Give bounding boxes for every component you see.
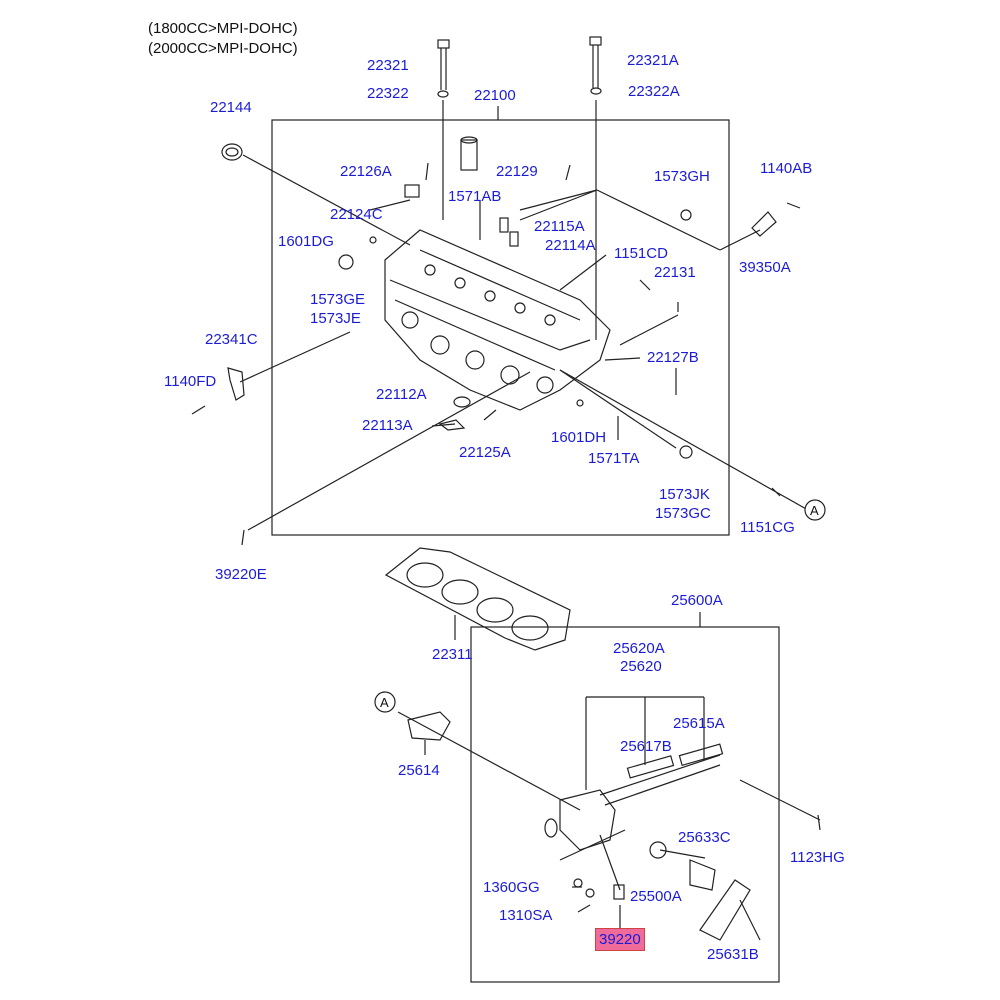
part-label[interactable]: 22112A (376, 386, 427, 403)
part-label[interactable]: 1151CD (614, 245, 668, 262)
part-label[interactable]: 22321A (627, 52, 679, 69)
part-label[interactable]: 25614 (398, 762, 440, 779)
engine-spec-line2: (2000CC>MPI-DOHC) (148, 40, 298, 57)
part-label[interactable]: 1140AB (760, 160, 813, 177)
bolt-22321a (589, 36, 602, 95)
part-label[interactable]: 25633C (678, 829, 731, 846)
part-label[interactable]: 22322A (628, 83, 680, 100)
part-label[interactable]: 1571AB (448, 188, 502, 205)
callout-a-bottom-text: A (380, 695, 389, 710)
oil-seal-22144 (221, 143, 243, 161)
part-label[interactable]: 1573JK (659, 486, 710, 503)
part-label[interactable]: 39350A (739, 259, 791, 276)
cylinder-head (384, 229, 611, 411)
part-label[interactable]: 22341C (205, 331, 258, 348)
callout-a-top-text: A (810, 503, 819, 518)
part-label[interactable]: 25500A (630, 888, 682, 905)
part-label[interactable]: 22126A (340, 163, 392, 180)
part-label[interactable]: 25617B (620, 738, 672, 755)
part-label[interactable]: 22125A (459, 444, 511, 461)
part-label[interactable]: 1573GH (654, 168, 710, 185)
part-label[interactable]: 25615A (673, 715, 725, 732)
part-label[interactable]: 1601DH (551, 429, 607, 446)
part-label[interactable]: 1571TA (588, 450, 640, 467)
part-label[interactable]: 1310SA (499, 907, 553, 924)
part-label[interactable]: 1601DG (278, 233, 334, 250)
tappet-1571ab (460, 136, 478, 171)
bolt-22321 (437, 39, 450, 98)
part-label[interactable]: 1573GC (655, 505, 711, 522)
highlighted-part-label[interactable]: 39220 (595, 928, 645, 951)
callout-a-bottom (374, 691, 396, 713)
part-label[interactable]: 1360GG (483, 879, 540, 896)
part-label[interactable]: 22100 (474, 87, 516, 104)
part-label[interactable]: 22115A (534, 218, 585, 235)
part-label[interactable]: 25600A (671, 592, 723, 609)
sensor-39350a (751, 202, 801, 237)
part-label[interactable]: 1573JE (310, 310, 361, 327)
part-label[interactable]: 1123HG (790, 849, 845, 866)
part-label[interactable]: 22311 (432, 646, 473, 663)
thermostat-housing-frame (470, 626, 780, 983)
part-label[interactable]: 22129 (496, 163, 538, 180)
part-label[interactable]: 39220E (215, 566, 267, 583)
part-label[interactable]: 22144 (210, 99, 252, 116)
water-outlet-housing (544, 743, 724, 851)
part-label[interactable]: 22322 (367, 85, 409, 102)
part-label[interactable]: 1151CG (740, 519, 795, 536)
part-label[interactable]: 25620 (620, 658, 662, 675)
part-label[interactable]: 1140FD (164, 373, 217, 390)
engine-spec-line1: (1800CC>MPI-DOHC) (148, 20, 298, 37)
part-label[interactable]: 22124C (330, 206, 383, 223)
part-label[interactable]: 22127B (647, 349, 699, 366)
part-label[interactable]: 25620A (613, 640, 665, 657)
part-label[interactable]: 22321 (367, 57, 409, 74)
head-gasket-22311 (384, 547, 571, 651)
part-label[interactable]: 22113A (362, 417, 413, 434)
cylinder-head-frame (271, 119, 730, 536)
part-label[interactable]: 22114A (545, 237, 596, 254)
callout-a-top (804, 499, 826, 521)
part-label[interactable]: 22131 (654, 264, 696, 281)
part-label[interactable]: 25631B (707, 946, 759, 963)
part-label[interactable]: 1573GE (310, 291, 366, 308)
